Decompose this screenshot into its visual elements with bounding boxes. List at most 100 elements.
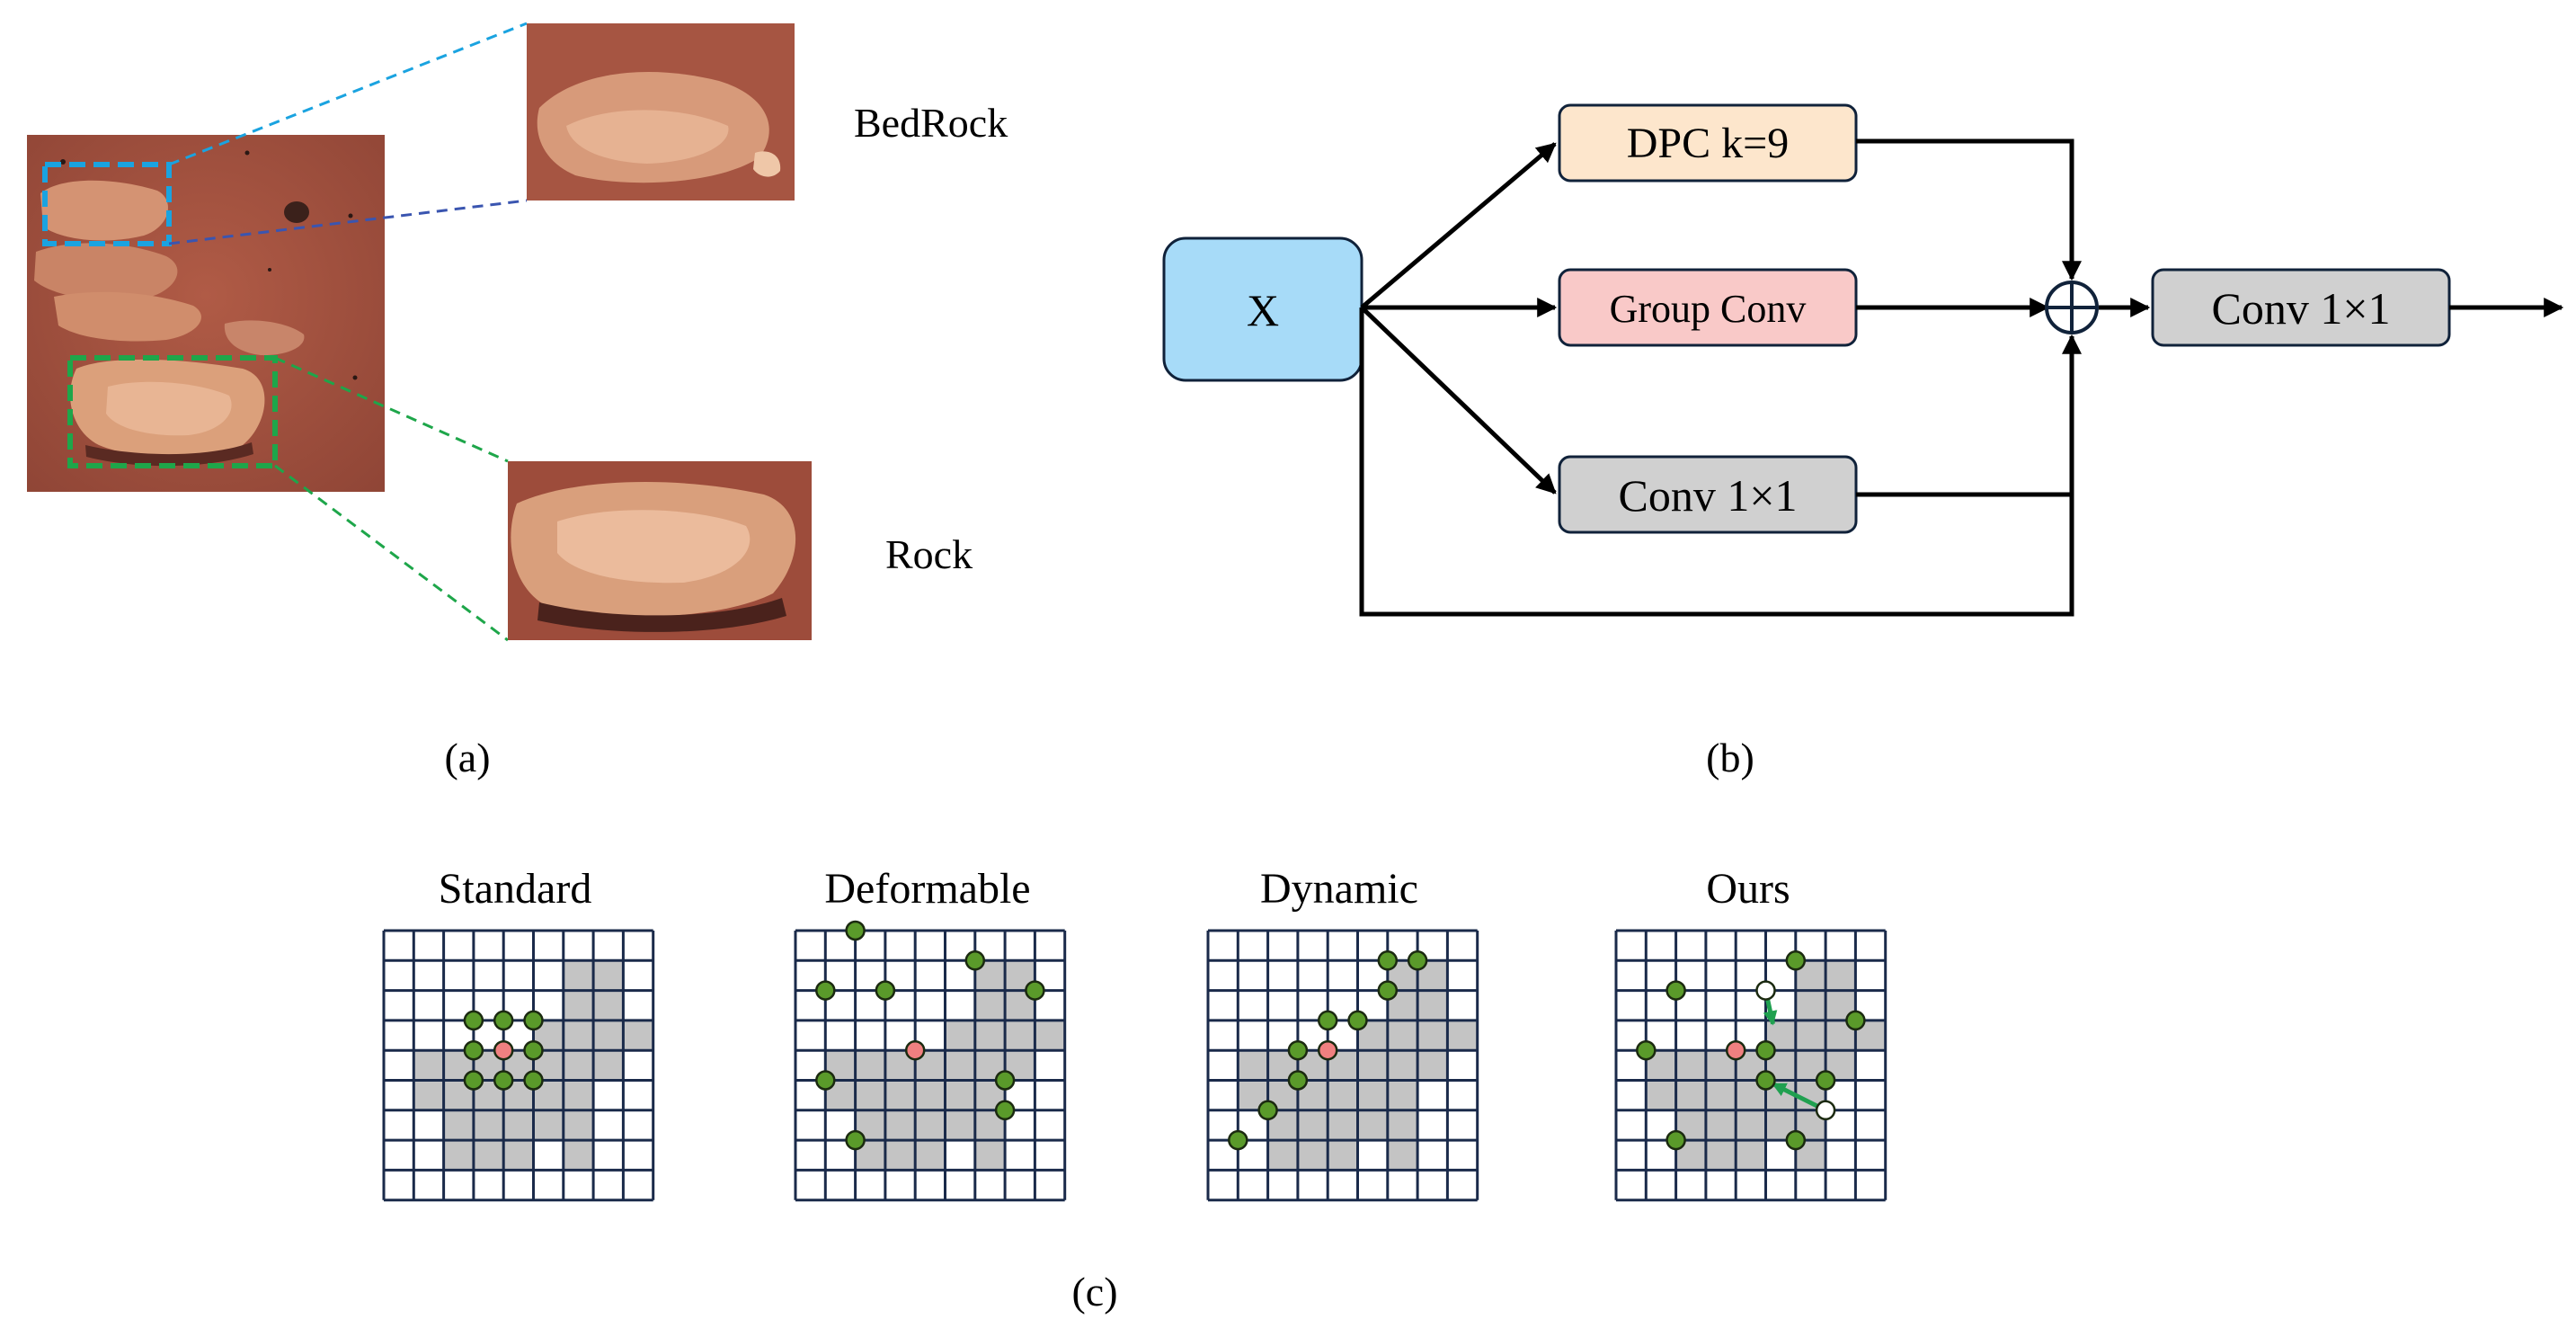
shaded-cell — [1675, 1080, 1706, 1110]
panel-b: X DPC k=9 Group Conv Conv 1×1 Conv 1×1 — [1162, 103, 2564, 780]
shaded-cell — [1705, 1080, 1737, 1110]
center-point — [1725, 1039, 1746, 1061]
sampling-point — [1287, 1070, 1309, 1091]
sampling-point — [1257, 1100, 1278, 1121]
sampling-point — [815, 1070, 836, 1091]
shaded-cell — [974, 1020, 1006, 1051]
rock-zoom-image — [508, 461, 812, 640]
shaded-cell — [1297, 1140, 1328, 1171]
shaded-cell — [884, 1110, 916, 1141]
shaded-cell — [533, 1110, 564, 1141]
sampling-point — [1347, 1010, 1368, 1031]
shaded-cell — [503, 1110, 534, 1141]
shaded-cell — [855, 1080, 885, 1110]
sampling-point — [845, 920, 866, 941]
shaded-cell — [945, 1050, 975, 1081]
shaded-cell — [593, 1020, 624, 1051]
shaded-cell — [915, 1080, 946, 1110]
caption-a: (a) — [444, 735, 490, 780]
shaded-cell — [1387, 1140, 1418, 1171]
shaded-cell — [1297, 1110, 1328, 1141]
conv1x1-branch-label: Conv 1×1 — [1618, 470, 1797, 521]
shaded-cell — [1035, 1020, 1065, 1051]
shaded-cell — [915, 1110, 946, 1141]
shaded-cell — [1417, 1020, 1448, 1051]
panel-a: BedRock Rock (a) — [27, 22, 1008, 780]
shaded-cell — [1357, 1080, 1388, 1110]
shaded-cell — [1795, 1020, 1826, 1051]
sampling-point — [1815, 1070, 1836, 1091]
shaded-cell — [1417, 990, 1448, 1021]
bedrock-label: BedRock — [854, 100, 1008, 146]
shaded-cell — [443, 1110, 474, 1141]
bedrock-selection-box — [42, 162, 172, 246]
sampling-point — [994, 1100, 1016, 1121]
shaded-cell — [1328, 1110, 1358, 1141]
line-dpc-to-sum — [1856, 138, 2082, 281]
sampling-point — [493, 1070, 514, 1091]
shaded-cell — [1387, 1050, 1418, 1081]
shaded-cell — [1357, 1050, 1388, 1081]
shaded-cell — [1328, 1140, 1358, 1171]
shaded-cell — [1736, 1110, 1766, 1141]
shaded-cell — [1387, 1110, 1418, 1141]
group-conv-label: Group Conv — [1610, 287, 1807, 331]
bedrock-zoom-line-top — [168, 22, 528, 166]
shaded-cell — [884, 1080, 916, 1110]
sampling-point — [493, 1010, 514, 1031]
shaded-cell — [945, 1020, 975, 1051]
shaded-cell — [974, 990, 1006, 1021]
shaded-cell — [563, 990, 594, 1021]
sampling-point — [1407, 950, 1428, 971]
shaded-cell — [1387, 1080, 1418, 1110]
shaded-cell — [945, 1110, 975, 1141]
sampling-point — [1377, 980, 1399, 1001]
grid-dynamic — [1206, 929, 1479, 1202]
shaded-cell — [623, 1020, 653, 1051]
input-x-label: X — [1247, 285, 1279, 335]
shaded-cell — [1238, 1050, 1268, 1081]
caption-b: (b) — [1706, 735, 1754, 780]
sampling-point — [1636, 1039, 1657, 1061]
arrow-x-to-conv — [1360, 306, 1557, 495]
sampling-point — [1228, 1129, 1248, 1151]
sampling-point — [1755, 1039, 1776, 1061]
shaded-cell — [503, 1140, 534, 1171]
shaded-cell — [563, 1140, 594, 1171]
shaded-cell — [1705, 1110, 1737, 1141]
sampling-point — [1666, 1129, 1686, 1151]
sampling-point — [1755, 1070, 1776, 1091]
dpc-label: DPC k=9 — [1627, 120, 1789, 167]
title-dynamic: Dynamic — [1260, 865, 1418, 913]
shaded-cell — [413, 1080, 444, 1110]
rock-label: Rock — [885, 531, 973, 577]
shaded-cell — [473, 1140, 504, 1171]
bedrock-zoom-line-bottom — [168, 199, 528, 245]
shaded-cell — [1825, 960, 1856, 991]
grid-standard — [382, 929, 655, 1202]
rock-selection-box — [67, 355, 278, 468]
sampling-point — [1287, 1039, 1309, 1061]
title-standard: Standard — [439, 865, 592, 913]
shaded-cell — [1736, 1140, 1766, 1171]
sampling-point — [1317, 1010, 1338, 1031]
sampling-point — [994, 1070, 1016, 1091]
shaded-cell — [915, 1140, 946, 1171]
sampling-point — [964, 950, 986, 971]
shaded-cell — [563, 1020, 594, 1051]
shaded-cell — [1387, 1020, 1418, 1051]
shaded-cell — [1646, 1080, 1676, 1110]
shaded-cell — [945, 1080, 975, 1110]
line-conv-to-sum — [1856, 334, 2082, 497]
conv1x1-output-label: Conv 1×1 — [2211, 283, 2390, 334]
shaded-cell — [1795, 990, 1826, 1021]
shaded-cell — [563, 1080, 594, 1110]
sampling-point — [523, 1010, 544, 1031]
center-point — [493, 1039, 514, 1061]
center-point — [1317, 1039, 1338, 1061]
sampling-point — [523, 1070, 544, 1091]
shaded-cell — [563, 1110, 594, 1141]
grid-ours — [1614, 929, 1888, 1202]
sampling-point — [463, 1010, 484, 1031]
